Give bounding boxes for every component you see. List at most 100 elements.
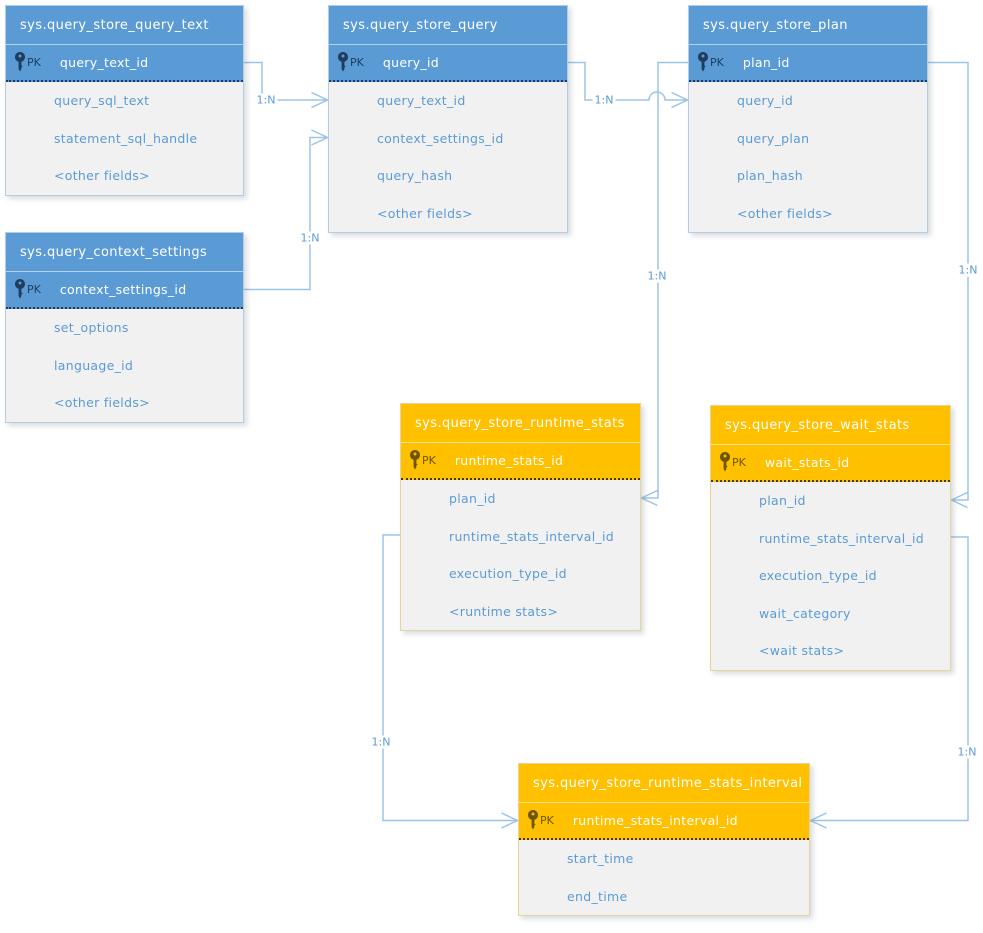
- field-row: query_id: [689, 82, 927, 120]
- entity-title: sys.query_store_query_text: [6, 6, 243, 45]
- field-name: start_time: [567, 851, 634, 867]
- entity-query-store-runtime-stats: sys.query_store_runtime_stats PK runtime…: [400, 403, 641, 631]
- pk-field-name: query_text_id: [59, 55, 149, 70]
- entity-fields: query_sql_text statement_sql_handle <oth…: [6, 82, 243, 195]
- primary-key-icon: [15, 52, 25, 72]
- pk-badge: PK: [710, 56, 724, 69]
- entity-fields: query_text_id context_settings_id query_…: [329, 82, 567, 232]
- pk-row: PK query_text_id: [6, 45, 243, 82]
- field-name: context_settings_id: [377, 130, 504, 146]
- field-row: runtime_stats_interval_id: [711, 520, 950, 558]
- field-name: <other fields>: [377, 205, 473, 221]
- entity-title: sys.query_store_runtime_stats_interval: [519, 764, 809, 803]
- pk-row: PK context_settings_id: [6, 272, 243, 309]
- cardinality-label: 1:N: [592, 93, 616, 107]
- field-row: statement_sql_handle: [6, 120, 243, 158]
- field-name: query_sql_text: [54, 93, 150, 109]
- field-row: execution_type_id: [401, 555, 640, 593]
- field-row: context_settings_id: [329, 120, 567, 158]
- pk-row: PK wait_stats_id: [711, 445, 950, 482]
- cardinality-label: 1:N: [298, 231, 322, 245]
- field-row: plan_hash: [689, 157, 927, 195]
- field-name: <other fields>: [737, 205, 833, 221]
- field-row: plan_id: [401, 480, 640, 518]
- cardinality-label: 1:N: [955, 745, 979, 759]
- connector-interval-to-wait-stats: [808, 536, 969, 829]
- field-row: query_text_id: [329, 82, 567, 120]
- field-name: plan_id: [449, 491, 496, 507]
- connector-query-to-plan: [568, 61, 690, 109]
- entity-query-store-runtime-stats-interval: sys.query_store_runtime_stats_interval P…: [518, 763, 810, 916]
- cardinality-label: 1:N: [254, 93, 278, 107]
- connector-interval-to-runtime-stats: [382, 534, 520, 829]
- field-row: language_id: [6, 347, 243, 385]
- field-name: set_options: [54, 320, 129, 336]
- field-row: <other fields>: [6, 384, 243, 422]
- field-name: <other fields>: [54, 168, 150, 184]
- connector-query-text-to-query: [244, 61, 330, 109]
- entity-fields: start_time end_time: [519, 840, 809, 915]
- pk-row: PK runtime_stats_interval_id: [519, 803, 809, 840]
- field-name: end_time: [567, 888, 628, 904]
- field-name: wait_category: [759, 605, 851, 621]
- field-row: wait_category: [711, 595, 950, 633]
- pk-row: PK query_id: [329, 45, 567, 82]
- primary-key-icon: [15, 279, 25, 299]
- entity-query-context-settings: sys.query_context_settings PK context_se…: [5, 232, 244, 423]
- pk-badge: PK: [732, 456, 746, 469]
- entity-query-store-wait-stats: sys.query_store_wait_stats PK wait_stats…: [710, 405, 951, 671]
- entity-title: sys.query_store_query: [329, 6, 567, 45]
- field-name: <runtime stats>: [449, 603, 559, 619]
- primary-key-icon: [338, 52, 348, 72]
- field-name: runtime_stats_interval_id: [759, 530, 925, 546]
- field-row: runtime_stats_interval_id: [401, 518, 640, 556]
- field-name: execution_type_id: [759, 568, 877, 584]
- pk-row: PK plan_id: [689, 45, 927, 82]
- cardinality-label: 1:N: [369, 735, 393, 749]
- field-row: execution_type_id: [711, 557, 950, 595]
- pk-field-name: runtime_stats_id: [454, 453, 564, 468]
- field-name: plan_hash: [737, 168, 803, 184]
- pk-field-name: query_id: [382, 55, 440, 70]
- field-row: <other fields>: [6, 157, 243, 195]
- field-name: language_id: [54, 357, 134, 373]
- field-row: <runtime stats>: [401, 593, 640, 631]
- connector-plan-to-wait-stats: [928, 61, 969, 509]
- entity-query-store-query: sys.query_store_query PK query_id query_…: [328, 5, 568, 233]
- primary-key-icon: [410, 450, 420, 470]
- pk-field-name: wait_stats_id: [764, 455, 850, 470]
- field-row: query_plan: [689, 120, 927, 158]
- field-name: query_id: [737, 93, 794, 109]
- pk-field-name: plan_id: [742, 55, 790, 70]
- field-name: query_plan: [737, 130, 810, 146]
- field-row: query_hash: [329, 157, 567, 195]
- pk-badge: PK: [422, 454, 436, 467]
- pk-field-name: context_settings_id: [59, 282, 187, 297]
- pk-badge: PK: [540, 814, 554, 827]
- field-row: plan_id: [711, 482, 950, 520]
- field-row: <other fields>: [329, 195, 567, 233]
- primary-key-icon: [698, 52, 708, 72]
- entity-title: sys.query_store_plan: [689, 6, 927, 45]
- field-row: <other fields>: [689, 195, 927, 233]
- field-row: set_options: [6, 309, 243, 347]
- connector-context-settings-to-query: [244, 129, 330, 291]
- pk-field-name: runtime_stats_interval_id: [572, 813, 738, 828]
- cardinality-label: 1:N: [956, 263, 980, 277]
- entity-fields: plan_id runtime_stats_interval_id execut…: [711, 482, 950, 670]
- field-row: query_sql_text: [6, 82, 243, 120]
- entity-title: sys.query_store_runtime_stats: [401, 404, 640, 443]
- entity-title: sys.query_context_settings: [6, 233, 243, 272]
- cardinality-label: 1:N: [645, 269, 669, 283]
- entity-query-store-plan: sys.query_store_plan PK plan_id query_id…: [688, 5, 928, 233]
- entity-title: sys.query_store_wait_stats: [711, 406, 950, 445]
- field-name: query_hash: [377, 168, 453, 184]
- field-name: <other fields>: [54, 395, 150, 411]
- primary-key-icon: [528, 810, 538, 830]
- entity-fields: query_id query_plan plan_hash <other fie…: [689, 82, 927, 232]
- entity-fields: plan_id runtime_stats_interval_id execut…: [401, 480, 640, 630]
- pk-badge: PK: [27, 56, 41, 69]
- field-name: plan_id: [759, 493, 806, 509]
